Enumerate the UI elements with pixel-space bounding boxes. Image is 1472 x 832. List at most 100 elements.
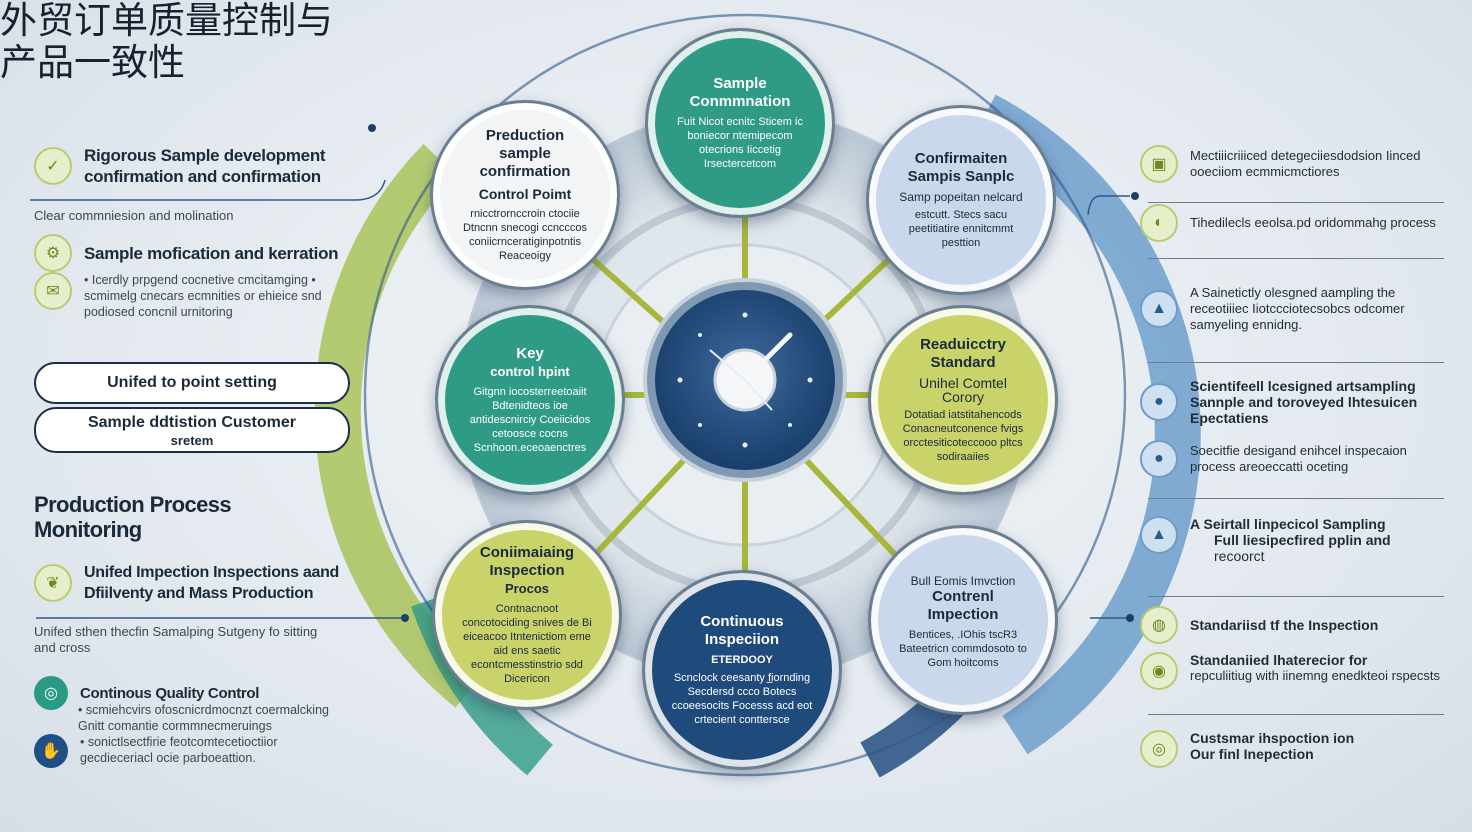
right-item-6: ▲ A Seirtall linpecicol Sampling Full li… [1140, 516, 1450, 564]
quality-icon: ◎ [34, 676, 68, 710]
right-item-1: ▣ Mectiiicriiiced detegeciiesdodsion Iin… [1140, 145, 1450, 183]
right-item-2: ◐ Tihedilecls eeolsa.pd oridommahg proce… [1140, 204, 1450, 242]
node-control-inspection: Bull Eomis Imvction Contrenl Impection B… [868, 525, 1058, 715]
pill-line: sretem [170, 433, 214, 448]
node-text: Gitgnn iocosterreetoaiit Bdtenidteos ioe… [469, 386, 591, 454]
right-item-line: Standaniied lhaterecior for [1190, 652, 1368, 668]
node-text: Contnacnoot concotociding snives de Bi e… [462, 603, 592, 685]
right-item-line: Custsmar ihspoction ion [1190, 730, 1355, 746]
right-item-5: ● Soecitfie desigand enihcel inspecaion … [1140, 440, 1450, 478]
node-text: Scnclock ceesanty f̲iornding Secdersd cc… [671, 672, 813, 726]
node-subheading: Control Poimt [478, 186, 572, 202]
pill-unified-point-setting: Unifed to point setting [34, 362, 350, 404]
left-item-sample-development: ✓ Rigorous Sample development confirmati… [34, 145, 364, 187]
node-heading: Coniimaiaing Inspection [479, 544, 575, 579]
node-text: Fuit Nicot ecnitc Sticem ic boniecor nte… [677, 116, 803, 170]
left-item-subtext: • sonictlsectfirie feotcomtecetioctiior … [80, 735, 278, 765]
node-heading: Preduction sample confirmation [479, 127, 571, 180]
left-item-continuous-quality: ◎ Continous Quality Control [34, 676, 374, 710]
left-item-subtext: • scmiehcvirs ofoscnicrdmocnzt coermalck… [78, 703, 329, 733]
people-icon: ▲ [1140, 516, 1178, 554]
node-key-control-point: Key control hpint Gitgnn iocosterreetoai… [435, 305, 625, 495]
leaf-icon: ❦ [34, 564, 72, 602]
node-heading: Sample Conmmnation [689, 75, 791, 110]
team-icon: ● [1140, 440, 1178, 478]
leaf-icon: ◐ [1140, 204, 1178, 242]
divider [1148, 714, 1444, 715]
badge-icon: ◉ [1140, 652, 1178, 690]
pill-line: Sample ddtistion Customer [87, 414, 297, 431]
shield-icon: ◍ [1140, 606, 1178, 644]
right-item-text: Mectiiicriiiced detegeciiesdodsion Iince… [1190, 148, 1421, 179]
node-sample-confirmation: Sample Conmmnation Fuit Nicot ecnitc Sti… [645, 28, 835, 218]
right-item-text: Scientifeell lcesigned artsampling Sannp… [1190, 378, 1418, 426]
hub-needle [742, 332, 793, 383]
right-item-text: Standariisd tf the Inspection [1190, 617, 1379, 633]
hand-icon: ✋ [34, 734, 68, 768]
right-item-3: ▲ A Sainetictly olesgned aampling the re… [1140, 285, 1450, 333]
right-item-line: Our finl Inepection [1190, 746, 1314, 762]
node-continuous-inspection: Continuous Inspeciion ETERDOOY Scnclock … [642, 570, 842, 770]
right-item-text: Standaniied lhaterecior for repculiitiug… [1190, 652, 1440, 684]
outer-thin-ring [363, 13, 1127, 777]
check-leaf-icon: ✓ [34, 147, 72, 185]
inspection-icon: ◎ [1140, 730, 1178, 768]
right-item-text: A Seirtall linpecicol Sampling Full lies… [1190, 516, 1391, 564]
node-production-sample-confirmation: Preduction sample confirmation Control P… [430, 100, 620, 290]
right-item-line: recoorct [1214, 548, 1265, 564]
node-text: Bentices, .IOhis tscR3 Bateetricn commdo… [899, 629, 1027, 669]
section-heading-production-monitoring: Production Process Monitoring [34, 492, 232, 542]
node-continuing-inspection-process: Coniimaiaing Inspection Procos Contnacno… [432, 520, 622, 710]
right-item-text: Custsmar ihspoction ion Our finl Inepect… [1190, 730, 1354, 762]
gear-icon: ⚙ [34, 234, 72, 272]
node-confirmation-sample: Confirmaiten Sampis Sanplc Samp popeitan… [866, 105, 1056, 295]
node-regulatory-standard: Readuicctry Standard Unihel Comtel Coror… [868, 305, 1058, 495]
left-item-continuous-quality-details: ✋ • sonictlsectfirie feotcomtecetioctiio… [34, 734, 374, 768]
left-line-text: Clear commniesion and molination [34, 208, 234, 223]
right-item-9: ◎ Custsmar ihspoction ion Our finl Inepe… [1140, 730, 1450, 768]
left-item-sample-modification: ⚙ Sample mofication and kerration [34, 234, 364, 272]
left-item-subtext: Unifed sthen thecfin Samalping Sutgeny f… [34, 624, 318, 655]
node-text: Dotatiad iatstitahencods Conacneutconenc… [902, 409, 1024, 463]
right-item-4: ● Scientifeell lcesigned artsampling San… [1140, 378, 1450, 426]
divider [1148, 258, 1444, 259]
right-item-text: Soecitfie desigand enihcel inspecaion pr… [1190, 443, 1407, 474]
left-item-label: Rigorous Sample development confirmation… [84, 146, 326, 186]
left-item-subtext: • Icerdly prpgend cocnetive cmcitamging … [84, 273, 322, 319]
right-item-line: Full liesipecfired pplin and [1214, 532, 1391, 548]
factory-icon: ▣ [1140, 145, 1178, 183]
divider [1148, 498, 1444, 499]
pill-sample-distinction: Sample ddtistion Customer sretem [34, 407, 350, 453]
node-subheading: ETERDOOY [711, 654, 773, 666]
page-title: 外贸订单质量控制与产品一致性 [0, 0, 333, 84]
outer-arc-blue [974, 94, 1201, 755]
right-item-7: ◍ Standariisd tf the Inspection [1140, 606, 1450, 644]
left-item-label: Continous Quality Control [80, 684, 260, 702]
node-heading: Continuous Inspeciion [700, 613, 784, 648]
right-item-text: Tihedilecls eeolsa.pd oridommahg process [1190, 215, 1436, 230]
node-heading: Key [516, 345, 544, 362]
people-icon: ▲ [1140, 290, 1178, 328]
left-item-sample-modification-details: ✉ • Icerdly prpgend cocnetive cmcitamgin… [34, 272, 364, 320]
divider [1148, 596, 1444, 597]
node-heading: Readuicctry Standard [920, 336, 1006, 371]
left-item-label: Unifed Impection Inspections aand Dfiilv… [84, 564, 340, 602]
node-text: estcutt. Stecs sacu peetitiatire ennitcm… [908, 209, 1014, 249]
right-item-line: A Seirtall linpecicol Sampling [1190, 516, 1386, 532]
right-item-8: ◉ Standaniied lhaterecior for repculiiti… [1140, 652, 1450, 690]
left-item-unified-inspection: ❦ Unifed Impection Inspections aand Dfii… [34, 562, 374, 604]
left-item-label: Sample mofication and kerration [84, 243, 339, 263]
node-text: rnicctrornccroin ctociie Dtncnn snecogi … [462, 208, 588, 262]
right-item-line: repculiitiug with iinemng enedkteoi rspe… [1190, 668, 1441, 683]
node-heading: Contrenl Impection [927, 588, 999, 623]
node-text: Samp popeitan nelcard [899, 190, 1023, 204]
right-item-text: A Sainetictly olesgned aampling the rece… [1190, 285, 1405, 332]
divider [1148, 362, 1444, 363]
node-subheading: control hpint [490, 364, 570, 379]
node-heading: Confirmaiten Sampis Sanplc [907, 150, 1015, 185]
node-subheading: Procos [504, 581, 550, 596]
chat-icon: ✉ [34, 272, 72, 310]
node-subheading: Bull Eomis Imvction [910, 574, 1016, 588]
divider [1148, 202, 1444, 203]
team-icon: ● [1140, 383, 1178, 421]
